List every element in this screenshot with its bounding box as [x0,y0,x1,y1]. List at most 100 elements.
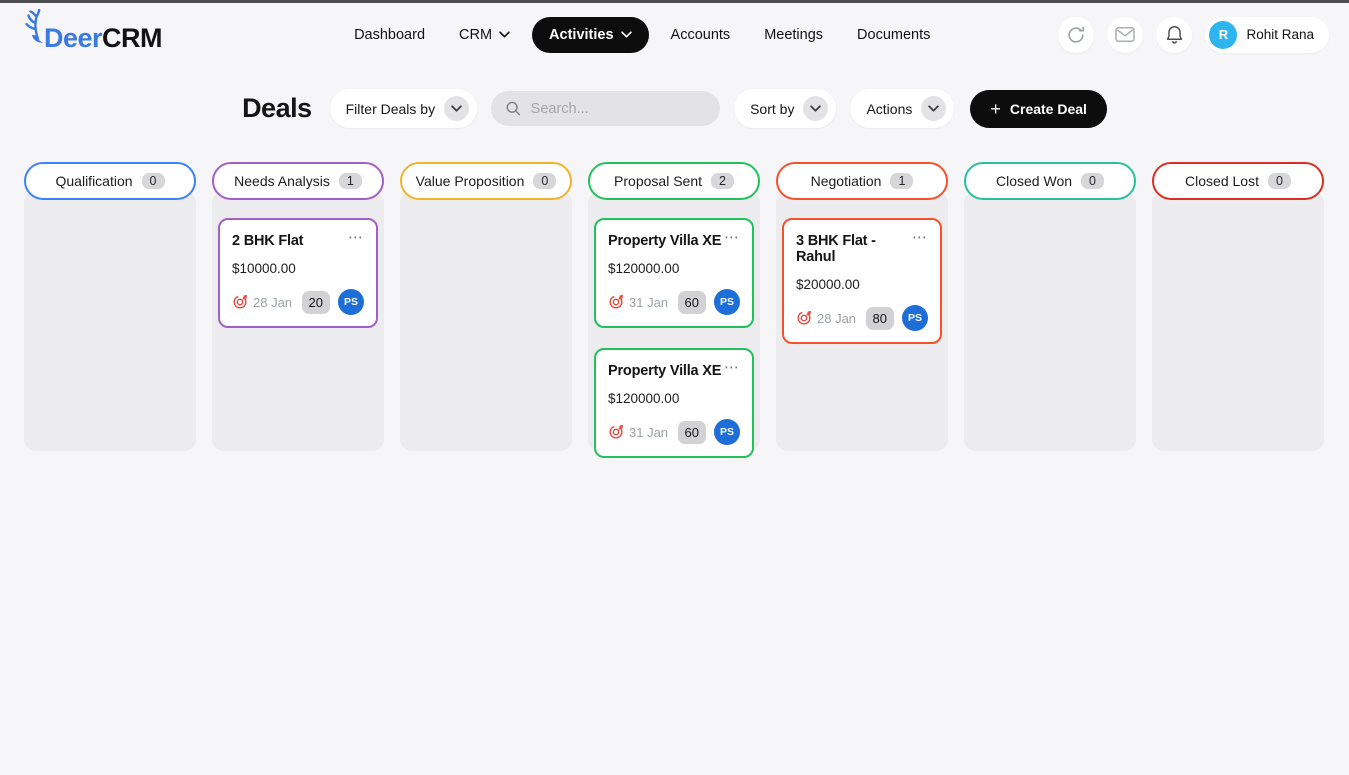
deal-amount: $20000.00 [796,277,860,292]
kanban-column-value-proposition: Value Proposition 0 [400,162,572,451]
plus-icon: + [990,98,1001,119]
column-header[interactable]: Closed Won 0 [964,162,1136,200]
kanban-column-needs-analysis: Needs Analysis 1 2 BHK Flat ⋯ $10000.00 … [212,162,384,451]
deal-title: Property Villa XE [608,233,722,249]
column-header[interactable]: Value Proposition 0 [400,162,572,200]
column-body[interactable] [24,191,196,451]
nav-item-meetings[interactable]: Meetings [752,18,835,52]
filter-deals-dropdown[interactable]: Filter Deals by [329,89,478,128]
chevron-down-icon [499,31,510,38]
column-header[interactable]: Negotiation 1 [776,162,948,200]
column-header[interactable]: Qualification 0 [24,162,196,200]
deal-amount: $120000.00 [608,261,680,276]
search-input[interactable] [530,100,707,117]
search-icon [506,101,521,116]
kanban-column-proposal-sent: Proposal Sent 2 Property Villa XE ⋯ $120… [588,162,760,458]
probability-badge: 20 [301,290,330,314]
column-body[interactable]: 2 BHK Flat ⋯ $10000.00 28 Jan 20 PS [212,191,384,451]
column-header[interactable]: Needs Analysis 1 [212,162,384,200]
deal-card[interactable]: 3 BHK Flat - Rahul ⋯ $20000.00 28 Jan 80… [782,218,942,344]
nav-item-activities[interactable]: Activities [532,16,649,53]
column-name: Proposal Sent [614,173,702,189]
column-name: Negotiation [810,173,882,189]
kanban-column-closed-won: Closed Won 0 [964,162,1136,451]
deal-close-date: 31 Jan [629,294,669,310]
refresh-icon [1068,25,1085,43]
filter-deals-label: Filter Deals by [345,100,436,117]
refresh-button[interactable] [1058,16,1095,53]
chevron-down-icon [803,96,829,121]
user-avatar: R [1209,20,1238,49]
column-body[interactable] [1152,191,1324,451]
probability-badge: 80 [865,306,894,330]
sort-by-dropdown[interactable]: Sort by [734,89,837,128]
column-body[interactable] [400,191,572,451]
deal-card[interactable]: Property Villa XE ⋯ $120000.00 31 Jan 60… [594,218,754,328]
column-header[interactable]: Closed Lost 0 [1152,162,1324,200]
probability-badge: 60 [677,420,706,444]
mail-button[interactable] [1107,16,1144,53]
deal-close-date: 31 Jan [629,424,669,440]
owner-avatar[interactable]: PS [338,289,364,315]
deal-card[interactable]: Property Villa XE ⋯ $120000.00 31 Jan 60… [594,348,754,458]
owner-avatar[interactable]: PS [902,305,928,331]
nav-item-accounts[interactable]: Accounts [659,18,743,52]
column-name: Qualification [55,173,133,189]
owner-avatar[interactable]: PS [714,289,740,315]
column-count-badge: 0 [1267,173,1291,189]
deal-title: Property Villa XE [608,363,722,379]
chevron-down-icon [620,31,632,38]
owner-avatar[interactable]: PS [714,419,740,445]
column-count-badge: 1 [890,173,914,189]
notifications-button[interactable] [1156,16,1193,53]
brand-logo[interactable]: DeerCRM [16,9,226,54]
kanban-column-qualification: Qualification 0 [24,162,196,451]
column-name: Closed Won [996,173,1073,189]
card-menu-icon[interactable]: ⋯ [912,229,928,246]
deals-toolbar: Deals Filter Deals by Sort by Actions + … [0,89,1349,128]
kanban-column-closed-lost: Closed Lost 0 [1152,162,1324,451]
column-count-badge: 0 [533,173,557,189]
create-deal-label: Create Deal [1009,100,1087,117]
card-menu-icon[interactable]: ⋯ [724,229,740,246]
deal-card[interactable]: 2 BHK Flat ⋯ $10000.00 28 Jan 20 PS [218,218,378,328]
target-icon [797,311,811,325]
deer-antler-icon [25,9,43,43]
target-icon [609,295,623,309]
column-name: Value Proposition [415,173,525,189]
page-title: Deals [242,93,312,123]
create-deal-button[interactable]: + Create Deal [970,89,1107,128]
user-menu[interactable]: R Rohit Rana [1205,16,1329,53]
column-count-badge: 0 [141,173,165,189]
chevron-down-icon [921,96,947,121]
card-menu-icon[interactable]: ⋯ [348,229,364,246]
probability-badge: 60 [677,290,706,314]
nav-item-dashboard[interactable]: Dashboard [342,18,437,52]
card-menu-icon[interactable]: ⋯ [724,359,740,376]
bell-icon [1166,26,1183,44]
brand-secondary: CRM [102,23,163,53]
column-header[interactable]: Proposal Sent 2 [588,162,760,200]
brand-wordmark: DeerCRM [44,23,163,54]
deal-amount: $120000.00 [608,391,680,406]
deal-title: 2 BHK Flat [232,233,304,249]
search-bar [491,91,721,126]
actions-dropdown[interactable]: Actions [850,89,955,128]
top-accent-line [0,0,1349,3]
target-icon [233,295,247,309]
column-count-badge: 1 [338,173,362,189]
column-name: Needs Analysis [234,173,330,189]
kanban-board: Qualification 0 Needs Analysis 1 2 BHK F… [0,162,1349,458]
column-count-badge: 0 [1081,173,1104,189]
column-body[interactable]: Property Villa XE ⋯ $120000.00 31 Jan 60… [588,191,760,458]
nav-item-crm[interactable]: CRM [447,18,522,52]
column-body[interactable]: 3 BHK Flat - Rahul ⋯ $20000.00 28 Jan 80… [776,191,948,451]
deal-title: 3 BHK Flat - Rahul [796,233,876,265]
sort-by-label: Sort by [750,100,795,117]
column-body[interactable] [964,191,1136,451]
target-icon [609,425,623,439]
nav-item-documents[interactable]: Documents [845,18,942,52]
header-actions: R Rohit Rana [1058,16,1329,53]
deal-amount: $10000.00 [232,261,296,276]
column-count-badge: 2 [711,173,734,189]
